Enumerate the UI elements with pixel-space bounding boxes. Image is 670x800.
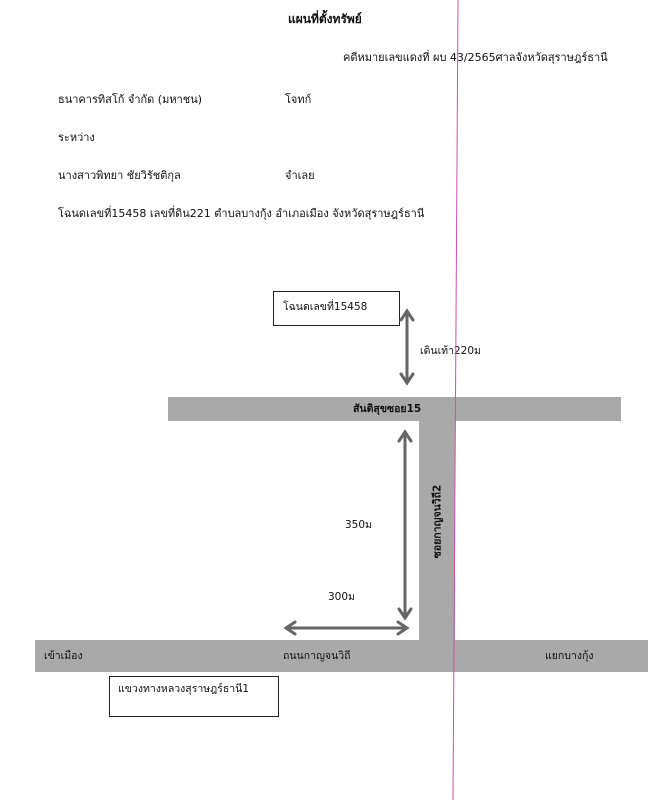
- soi-15-label: สันติสุขซอย15: [353, 403, 422, 415]
- plaintiff-role: โจทก์: [285, 93, 312, 106]
- arrow-300m-head-left-icon: [283, 620, 297, 636]
- margin-line: [452, 0, 459, 800]
- arrow-head-up-icon: [399, 308, 415, 322]
- plaintiff-name: ธนาคารทิสโก้ จำกัด (มหาชน): [58, 93, 203, 106]
- defendant-name: นางสาวพิทยา ชัยวิรัชติกุล: [58, 169, 181, 182]
- highway-office-box: แขวงทางหลวงสุราษฎร์ธานี1: [109, 676, 279, 717]
- arrow-350m-head-up-icon: [397, 429, 413, 443]
- distance-350-label: 350ม: [345, 519, 372, 531]
- document-title: แผนที่ตั้งทรัพย์: [288, 12, 362, 26]
- arrow-head-down-icon: [399, 372, 415, 386]
- road-soi-kanchanawithi-2: [419, 397, 455, 672]
- deed-description: โฉนดเลขที่15458 เลขที่ดิน221 ตำบลบางกุ้ง…: [58, 207, 425, 220]
- highway-office-label: แขวงทางหลวงสุราษฎร์ธานี1: [118, 683, 250, 695]
- to-city-label: เข้าเมือง: [44, 650, 83, 662]
- kanchanawithi-road-label: ถนนกาญจนวิถี: [283, 650, 351, 662]
- arrow-300m-head-right-icon: [396, 620, 410, 636]
- defendant-role: จำเลย: [285, 169, 315, 182]
- road-kanchanawithi: [35, 640, 648, 672]
- road-soi-15: [168, 397, 621, 421]
- deed-box-label: โฉนดเลขที่15458: [283, 301, 368, 313]
- bang-kung-junction-label: แยกบางกุ้ง: [545, 650, 594, 662]
- arrow-350m-head-down-icon: [397, 607, 413, 621]
- between-label: ระหว่าง: [58, 131, 95, 144]
- case-number-line: คดีหมายเลขแดงที่ ผบ 43/2565ศาลจังหวัดสุร…: [343, 51, 608, 64]
- deed-box: โฉนดเลขที่15458: [273, 291, 400, 326]
- distance-300-label: 300ม: [328, 591, 355, 603]
- walk-distance-label: เดินเท้า220ม: [420, 345, 481, 357]
